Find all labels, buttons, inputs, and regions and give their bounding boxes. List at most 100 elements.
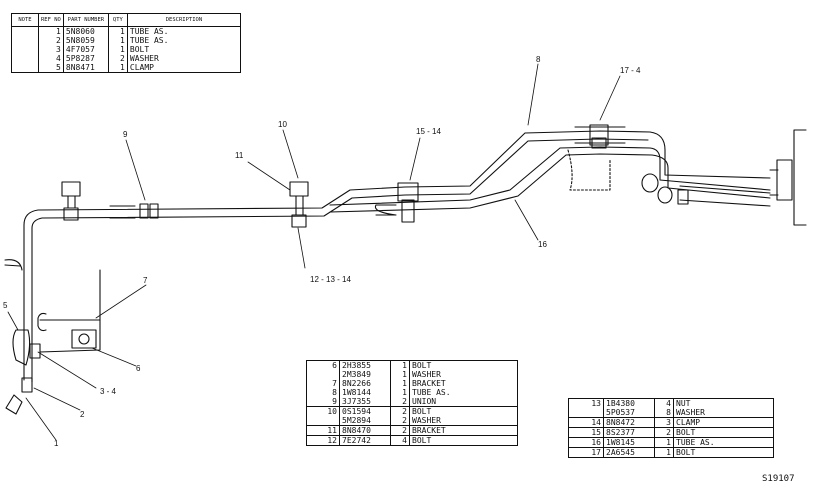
ref-cell: 6 [306, 360, 340, 370]
ref-cell: 17 [568, 447, 604, 458]
clamp-17 [574, 124, 626, 149]
parts-table-top: NOTE REF NO PART NUMBER QTY DESCRIPTION … [11, 13, 242, 73]
desc-cell: CLAMP [126, 63, 242, 73]
qty-cell: 1 [390, 370, 410, 379]
callout-10: 10 [278, 120, 287, 129]
qty-cell: 2 [390, 416, 410, 426]
ref-cell: 14 [568, 417, 604, 428]
callout-16: 16 [538, 240, 547, 249]
callout-12-13-14: 12 - 13 - 14 [310, 275, 351, 284]
ref-cell: 7 [306, 379, 340, 388]
leader-lines [7, 63, 621, 441]
desc-cell: BRACKET [409, 379, 518, 388]
clamp-5 [12, 329, 41, 366]
desc-cell: TUBE AS. [409, 388, 518, 397]
union-9 [109, 203, 159, 219]
ref-cell: 13 [568, 398, 604, 408]
qty-cell: 4 [654, 398, 674, 408]
callout-15-14: 15 - 14 [416, 127, 441, 136]
clamp-center [289, 181, 309, 228]
qty-cell: 2 [654, 427, 674, 438]
qty-cell: 4 [390, 435, 410, 446]
callout-3-4: 3 - 4 [100, 387, 117, 396]
callout-6: 6 [136, 364, 141, 373]
part-cell: 5M2894 [339, 416, 391, 426]
part-cell: 1W8144 [339, 388, 391, 397]
drawing-number: S19107 [762, 474, 795, 484]
tube-assembly-main [23, 130, 651, 383]
callout-7: 7 [143, 276, 148, 285]
part-cell: 2H3855 [339, 360, 391, 370]
part-cell: 0S1594 [339, 406, 391, 416]
desc-cell: NUT [673, 398, 774, 408]
desc-cell: BOLT [409, 406, 518, 416]
callout-8: 8 [536, 55, 541, 64]
ref-cell: 11 [306, 425, 340, 436]
ref-cell [568, 408, 604, 418]
part-cell: 8N8470 [339, 425, 391, 436]
header-note: NOTE [11, 13, 39, 27]
ref-cell: 16 [568, 437, 604, 448]
qty-cell: 1 [654, 447, 674, 458]
part-cell: 1B4380 [603, 398, 655, 408]
part-cell: 8S2377 [603, 427, 655, 438]
desc-cell: BOLT [409, 360, 518, 370]
tube-assembly-16 [329, 146, 771, 213]
qty-cell: 1 [654, 437, 674, 448]
desc-cell: CLAMP [673, 417, 774, 428]
part-cell: 3J7355 [339, 397, 391, 407]
qty-cell: 1 [390, 360, 410, 370]
desc-cell: WASHER [126, 54, 242, 63]
header-desc: DESCRIPTION [126, 13, 242, 27]
part-cell: 2M3849 [339, 370, 391, 379]
ref-cell: 9 [306, 397, 340, 407]
callout-11: 11 [235, 151, 244, 160]
bracket-15 [374, 182, 419, 223]
callout-5: 5 [3, 301, 8, 310]
fitting-right [641, 173, 689, 205]
bracket-7 [4, 259, 101, 353]
clamp-left [61, 181, 81, 221]
qty-cell: 1 [390, 388, 410, 397]
desc-cell: BOLT [126, 45, 242, 54]
ref-cell [306, 416, 340, 426]
part-cell: 2A6545 [603, 447, 655, 458]
qty-cell: 2 [390, 406, 410, 416]
ref-cell: 10 [306, 406, 340, 416]
desc-cell: BOLT [673, 427, 774, 438]
desc-cell: TUBE AS. [126, 36, 242, 45]
desc-cell: TUBE AS. [673, 437, 774, 448]
desc-cell: WASHER [409, 416, 518, 426]
desc-cell: WASHER [673, 408, 774, 418]
ref-cell: 8 [306, 388, 340, 397]
ref-cell: 15 [568, 427, 604, 438]
desc-cell: TUBE AS. [126, 26, 242, 36]
qty-cell: 1 [390, 379, 410, 388]
part-cell: 1W8145 [603, 437, 655, 448]
qty-cell: 8 [654, 408, 674, 418]
callout-17-4: 17 - 4 [620, 66, 641, 75]
ref-cell [306, 370, 340, 379]
qty-cell: 2 [390, 397, 410, 407]
part-cell: 5P0537 [603, 408, 655, 418]
table-header-row: NOTE REF NO PART NUMBER QTY DESCRIPTION [11, 13, 242, 27]
